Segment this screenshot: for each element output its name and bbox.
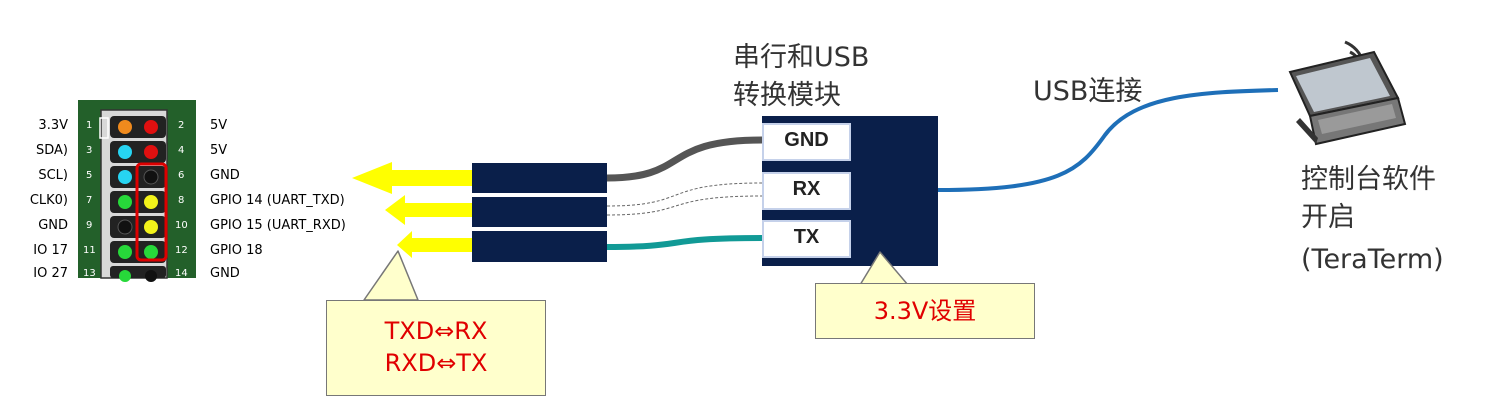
module-title-line2: 转换模块 xyxy=(733,80,841,111)
laptop-caption-line1: 控制台软件 xyxy=(1301,164,1436,195)
connector-txd xyxy=(472,197,607,227)
laptop-icon xyxy=(1288,40,1407,146)
port-gnd: GND xyxy=(762,123,851,161)
pin-rxd xyxy=(144,220,158,234)
connector-rxd xyxy=(472,231,607,262)
pin-gpio17 xyxy=(118,245,132,259)
pin-label-right-2: 5V xyxy=(210,118,228,133)
port-tx: TX xyxy=(762,220,851,258)
pin-number-6: 6 xyxy=(178,170,185,181)
pin-number-10: 10 xyxy=(175,220,188,231)
pin-label-right-4: 5V xyxy=(210,143,228,158)
wire-txd-to-rx xyxy=(606,182,763,207)
pin-label-right-6: GND xyxy=(210,168,240,183)
pin-number-12: 12 xyxy=(175,245,188,256)
pin-label-right-14: GND xyxy=(210,266,240,278)
pin-gnd xyxy=(143,169,159,185)
pin-number-5: 5 xyxy=(86,170,93,181)
usb-cable xyxy=(937,88,1279,192)
laptop-caption-line2: 开启 xyxy=(1301,202,1355,233)
usb-connection-label: USB连接 xyxy=(1033,76,1143,107)
pin-number-7: 7 xyxy=(86,195,93,206)
pin-label-left-1: 3.3V xyxy=(38,118,68,133)
pin-number-1: 1 xyxy=(86,120,93,131)
pin-number-11: 11 xyxy=(83,245,96,256)
arrow-rxd xyxy=(397,231,472,258)
voltage-callout: 3.3V设置 xyxy=(815,283,1035,339)
pin-number-2: 2 xyxy=(178,120,185,131)
pin-label-left-5: SCL) xyxy=(38,168,68,183)
pin-number-9: 9 xyxy=(86,220,93,231)
pin-label-left-3: SDA) xyxy=(36,143,68,158)
pin-number-13: 13 xyxy=(83,268,96,278)
pin-number-8: 8 xyxy=(178,195,185,206)
uart-pins-highlight xyxy=(135,162,168,262)
pin-3v3 xyxy=(118,120,132,134)
module-title-line1: 串行和USB xyxy=(733,42,870,73)
pin-number-4: 4 xyxy=(178,145,185,156)
arrow-gnd xyxy=(352,162,472,194)
pin-scl xyxy=(118,170,132,184)
pin-5v-2 xyxy=(144,145,158,159)
wire-rxd-to-tx xyxy=(606,235,763,250)
connector-gnd xyxy=(472,163,607,193)
pin-sda xyxy=(118,145,132,159)
pin1-marker xyxy=(99,117,109,139)
laptop-caption-line3: (TeraTerm) xyxy=(1301,244,1444,275)
pin-label-left-11: IO 17 xyxy=(33,243,68,258)
pin-label-left-9: GND xyxy=(38,218,68,233)
pin-label-left-7: CLK0) xyxy=(29,193,68,208)
pin-number-14: 14 xyxy=(175,268,188,278)
swap-callout: TXD⇔RX RXD⇔TX xyxy=(326,300,546,396)
arrow-txd xyxy=(385,195,472,225)
pin-label-left-13: IO 27 xyxy=(33,266,68,278)
wire-txd-to-rx-2 xyxy=(606,195,763,216)
pin-txd xyxy=(144,195,158,209)
pin-label-right-10: GPIO 15 (UART_RXD) xyxy=(210,218,346,233)
swap-callout-line1: TXD⇔RX xyxy=(384,317,488,345)
pin-label-right-8: GPIO 14 (UART_TXD) xyxy=(210,193,345,208)
pin-gpio4 xyxy=(118,195,132,209)
pin-gpio18 xyxy=(144,245,158,259)
pin-5v xyxy=(144,120,158,134)
swap-callout-line2: RXD⇔TX xyxy=(384,349,488,377)
pin-gnd-2 xyxy=(117,219,133,235)
port-rx: RX xyxy=(762,172,851,210)
pin-label-right-12: GPIO 18 xyxy=(210,243,263,258)
wire-gnd xyxy=(606,136,763,182)
swap-callout-pointer xyxy=(363,250,419,301)
pin-number-3: 3 xyxy=(86,145,93,156)
